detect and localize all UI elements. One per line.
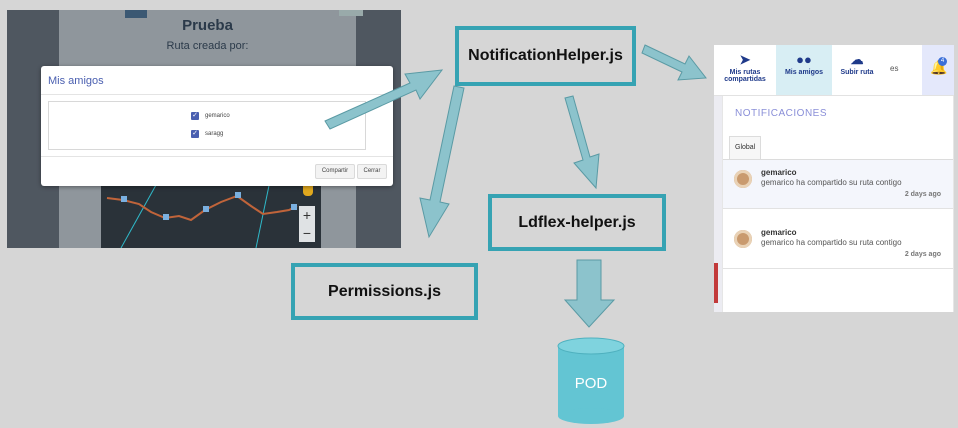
permissions-node: Permissions.js <box>291 263 478 320</box>
notifications-panel: NOTIFICACIONES Global gemarico gemarico … <box>722 96 954 312</box>
users-icon: ●● <box>796 52 812 67</box>
zoom-in-button[interactable]: + <box>302 207 312 223</box>
modal-divider <box>41 94 393 95</box>
friend-name: saragg <box>205 131 224 137</box>
ldflex-helper-node: Ldflex-helper.js <box>488 194 666 251</box>
nav-friends[interactable]: ●● Mis amigos <box>776 45 832 95</box>
notification-count-badge: 4 <box>938 57 947 66</box>
arrow-to-notificationhelper <box>324 69 444 130</box>
notification-item[interactable]: gemarico gemarico ha compartido su ruta … <box>723 160 953 209</box>
nav-shared-routes[interactable]: ➤ Mis rutas compartidas <box>716 45 774 95</box>
pegman-icon[interactable] <box>303 180 313 196</box>
notifications-heading: NOTIFICACIONES <box>735 108 828 119</box>
tab-divider <box>723 159 953 160</box>
language-selector[interactable]: es <box>890 64 899 73</box>
right-screenshot: ➤ Mis rutas compartidas ●● Mis amigos ☁ … <box>714 45 954 312</box>
arrow-to-notifications-panel <box>641 44 707 81</box>
arrow-to-pod <box>563 259 616 328</box>
notification-message: gemarico ha compartido su ruta contigo <box>761 238 902 247</box>
avatar <box>734 170 752 188</box>
notification-time: 2 days ago <box>904 191 941 198</box>
friend-option[interactable]: ✓ saragg <box>191 128 223 140</box>
permissions-label: Permissions.js <box>295 267 474 316</box>
route-map[interactable] <box>101 176 321 248</box>
notificationhelper-node: NotificationHelper.js <box>455 26 636 86</box>
pod-cylinder-icon <box>557 337 625 424</box>
friend-name: gemarico <box>205 113 230 119</box>
top-button-2[interactable] <box>339 10 363 16</box>
pod-label: POD <box>574 375 608 392</box>
cloud-upload-icon: ☁ <box>850 52 864 67</box>
route-title: Prueba <box>182 17 233 34</box>
route-author-label: Ruta creada por: <box>166 40 249 52</box>
map-zoom-control: + − <box>299 206 315 242</box>
notification-user: gemarico <box>761 168 797 177</box>
checkbox-checked-icon[interactable]: ✓ <box>191 130 199 138</box>
nav-upload-route-label: Subir ruta <box>840 69 874 76</box>
avatar <box>734 230 752 248</box>
paper-plane-icon: ➤ <box>739 52 751 67</box>
page-background-accent <box>714 263 718 303</box>
top-nav: ➤ Mis rutas compartidas ●● Mis amigos ☁ … <box>714 45 954 96</box>
page-background-strip <box>714 96 722 312</box>
arrow-to-ldflex <box>564 95 600 190</box>
tab-global[interactable]: Global <box>729 136 762 159</box>
nav-shared-routes-label: Mis rutas compartidas <box>724 69 766 83</box>
nav-friends-label: Mis amigos <box>784 69 824 76</box>
modal-title: Mis amigos <box>48 75 104 87</box>
notification-message: gemarico ha compartido su ruta contigo <box>761 178 902 187</box>
zoom-out-button[interactable]: − <box>302 225 312 241</box>
arrow-to-permissions <box>419 85 465 239</box>
notification-time: 2 days ago <box>904 251 941 258</box>
top-button[interactable] <box>125 10 147 18</box>
close-button[interactable]: Cerrar <box>357 164 387 179</box>
friend-option[interactable]: ✓ gemarico <box>191 110 230 122</box>
notifications-button[interactable]: 🔔 4 <box>922 45 954 95</box>
notificationhelper-label: NotificationHelper.js <box>459 30 632 82</box>
notification-item[interactable]: gemarico gemarico ha compartido su ruta … <box>723 220 953 269</box>
notification-user: gemarico <box>761 228 797 237</box>
nav-upload-route[interactable]: ☁ Subir ruta <box>834 45 880 95</box>
ldflex-helper-label: Ldflex-helper.js <box>492 198 662 247</box>
checkbox-checked-icon[interactable]: ✓ <box>191 112 199 120</box>
friends-list: ✓ gemarico ✓ saragg <box>48 101 366 150</box>
route-line-drawing <box>106 176 298 248</box>
share-button[interactable]: Compartir <box>315 164 355 179</box>
modal-footer-divider <box>41 156 393 157</box>
